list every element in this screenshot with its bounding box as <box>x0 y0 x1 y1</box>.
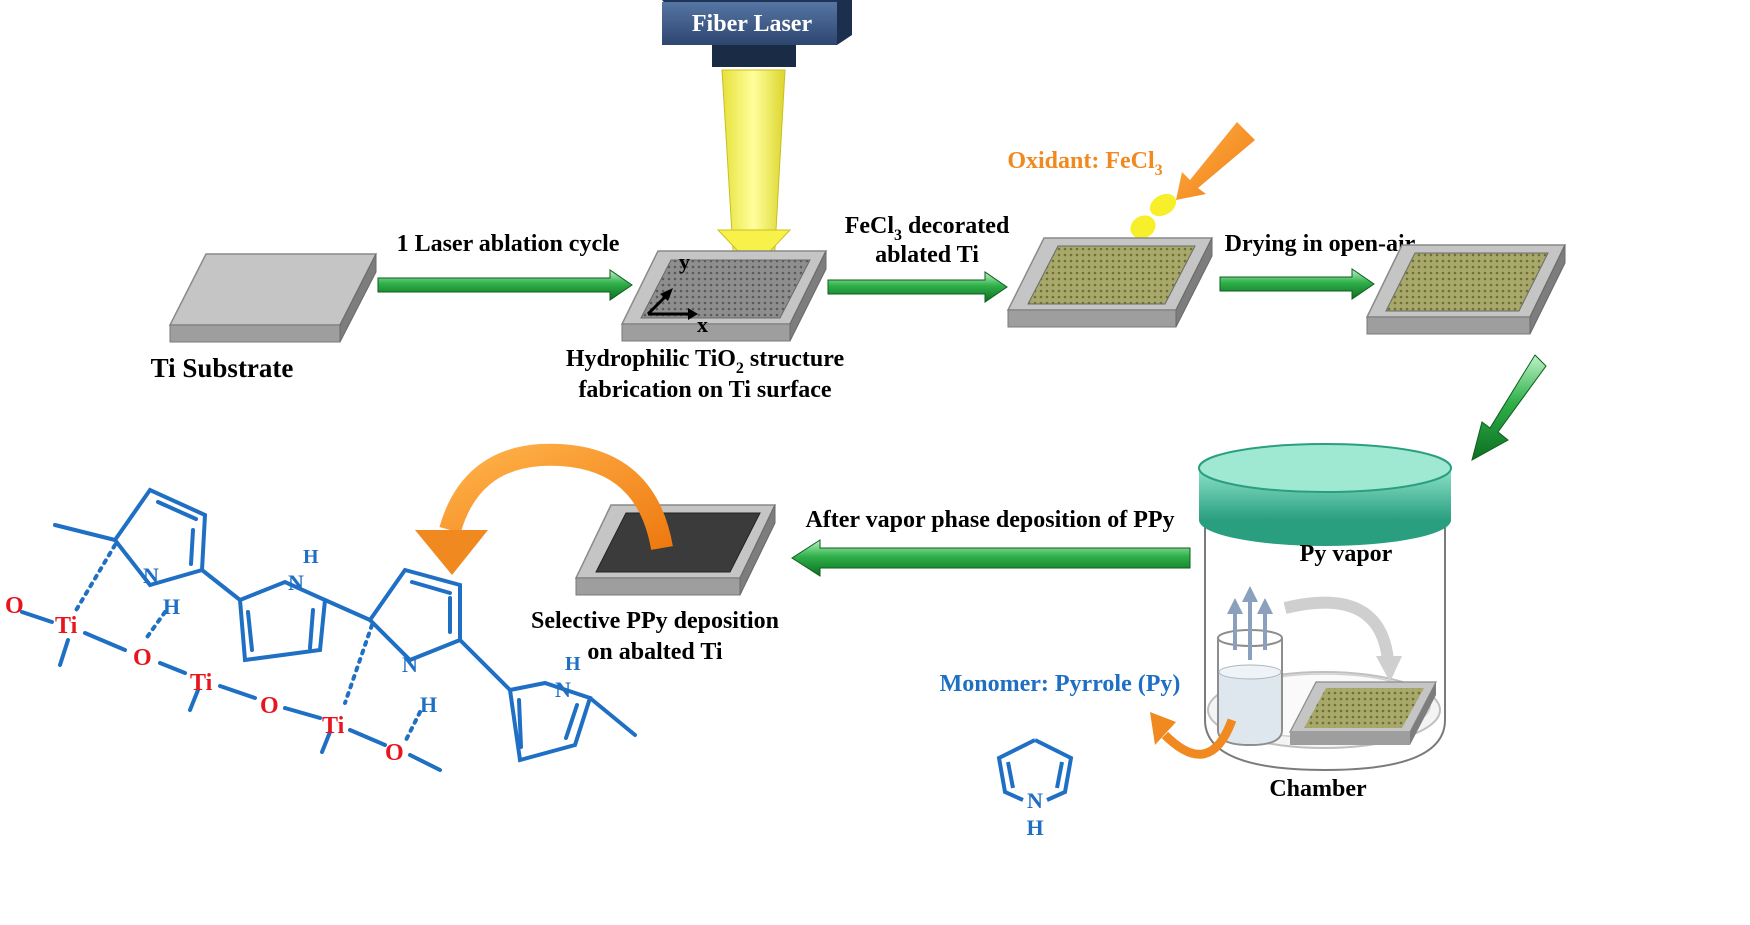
pyrrole-n: N <box>1027 788 1043 813</box>
py-vapor-label: Py vapor <box>1300 541 1393 567</box>
chamber <box>1198 443 1452 772</box>
hydrophilic-label-line1: Hydrophilic TiO2 structure <box>566 346 845 377</box>
laser-ablation-cycle-label: 1 Laser ablation cycle <box>397 231 620 257</box>
chamber-plate <box>1289 681 1437 745</box>
fiber-laser: Fiber Laser <box>662 0 852 269</box>
selective-label-line2: on abalted Ti <box>587 639 722 665</box>
atom-ti-1: Ti <box>55 613 78 639</box>
ppy-coated-plate <box>574 504 777 596</box>
atom-h-3: H <box>420 692 437 717</box>
atom-h-4: H <box>565 653 581 675</box>
after-vapor-label: After vapor phase deposition of PPy <box>805 507 1174 533</box>
fecl3-decorated-line2: ablated Ti <box>875 242 979 268</box>
atom-n-1: N <box>143 563 159 588</box>
arrow-vapor-deposition <box>791 539 1191 577</box>
atom-o-3: O <box>260 693 279 719</box>
oxidant-arrow <box>1176 122 1255 200</box>
fecl3-decorated-plate <box>1006 237 1214 328</box>
fiber-laser-label: Fiber Laser <box>692 11 813 37</box>
atom-ti-3: Ti <box>322 713 345 739</box>
atom-ti-2: Ti <box>190 670 213 696</box>
atom-n-3: N <box>402 652 418 677</box>
atom-o-4: O <box>385 740 404 766</box>
monomer-arrow <box>1161 718 1237 759</box>
pyrrole-structure <box>996 738 1074 802</box>
vapor-arrows <box>1227 586 1273 660</box>
vapor-flow-arrow <box>1283 596 1394 661</box>
atom-o-2: O <box>133 645 152 671</box>
oxidant-label: Oxidant: FeCl3 <box>1007 148 1162 179</box>
atom-n-2: N <box>288 570 304 595</box>
fecl3-decorated-line1: FeCl3 decorated <box>845 213 1010 244</box>
atom-h-1: H <box>163 594 180 619</box>
hydrophilic-label-line2: fabrication on Ti surface <box>578 377 831 403</box>
molecule-atoms: N H H N N H H N O Ti O Ti O Ti O <box>5 546 581 766</box>
pyrrole-h: H <box>1026 815 1043 840</box>
oxidant-drop-2 <box>1130 215 1156 239</box>
atom-h-2: H <box>303 546 319 568</box>
atom-o-1: O <box>5 593 24 619</box>
ti-substrate-plate <box>168 253 378 343</box>
selective-label-line1: Selective PPy deposition <box>531 608 779 634</box>
laser-head <box>662 2 837 45</box>
chamber-label: Chamber <box>1269 776 1367 802</box>
monomer-label: Monomer: Pyrrole (Py) <box>940 671 1181 697</box>
arrow-laser-ablation <box>377 269 633 301</box>
oxidant-dropper <box>1130 122 1255 239</box>
ppy-tio2-structure <box>20 487 637 772</box>
arrow-drying <box>1219 268 1375 300</box>
ti-substrate-label: Ti Substrate <box>151 353 294 383</box>
axis-y-label: y <box>679 249 690 274</box>
ablated-ti-plate <box>620 250 828 342</box>
oxidant-drop-1 <box>1149 193 1177 217</box>
xy-axes: y x <box>646 249 708 337</box>
arrow-to-chamber <box>1471 354 1547 462</box>
drying-label: Drying in open-air <box>1225 231 1416 257</box>
atom-n-4: N <box>555 677 571 702</box>
dried-plate <box>1365 244 1567 335</box>
arrow-fecl3-decoration <box>827 271 1008 303</box>
axis-x-label: x <box>697 312 708 337</box>
zoom-arrow <box>439 443 673 551</box>
